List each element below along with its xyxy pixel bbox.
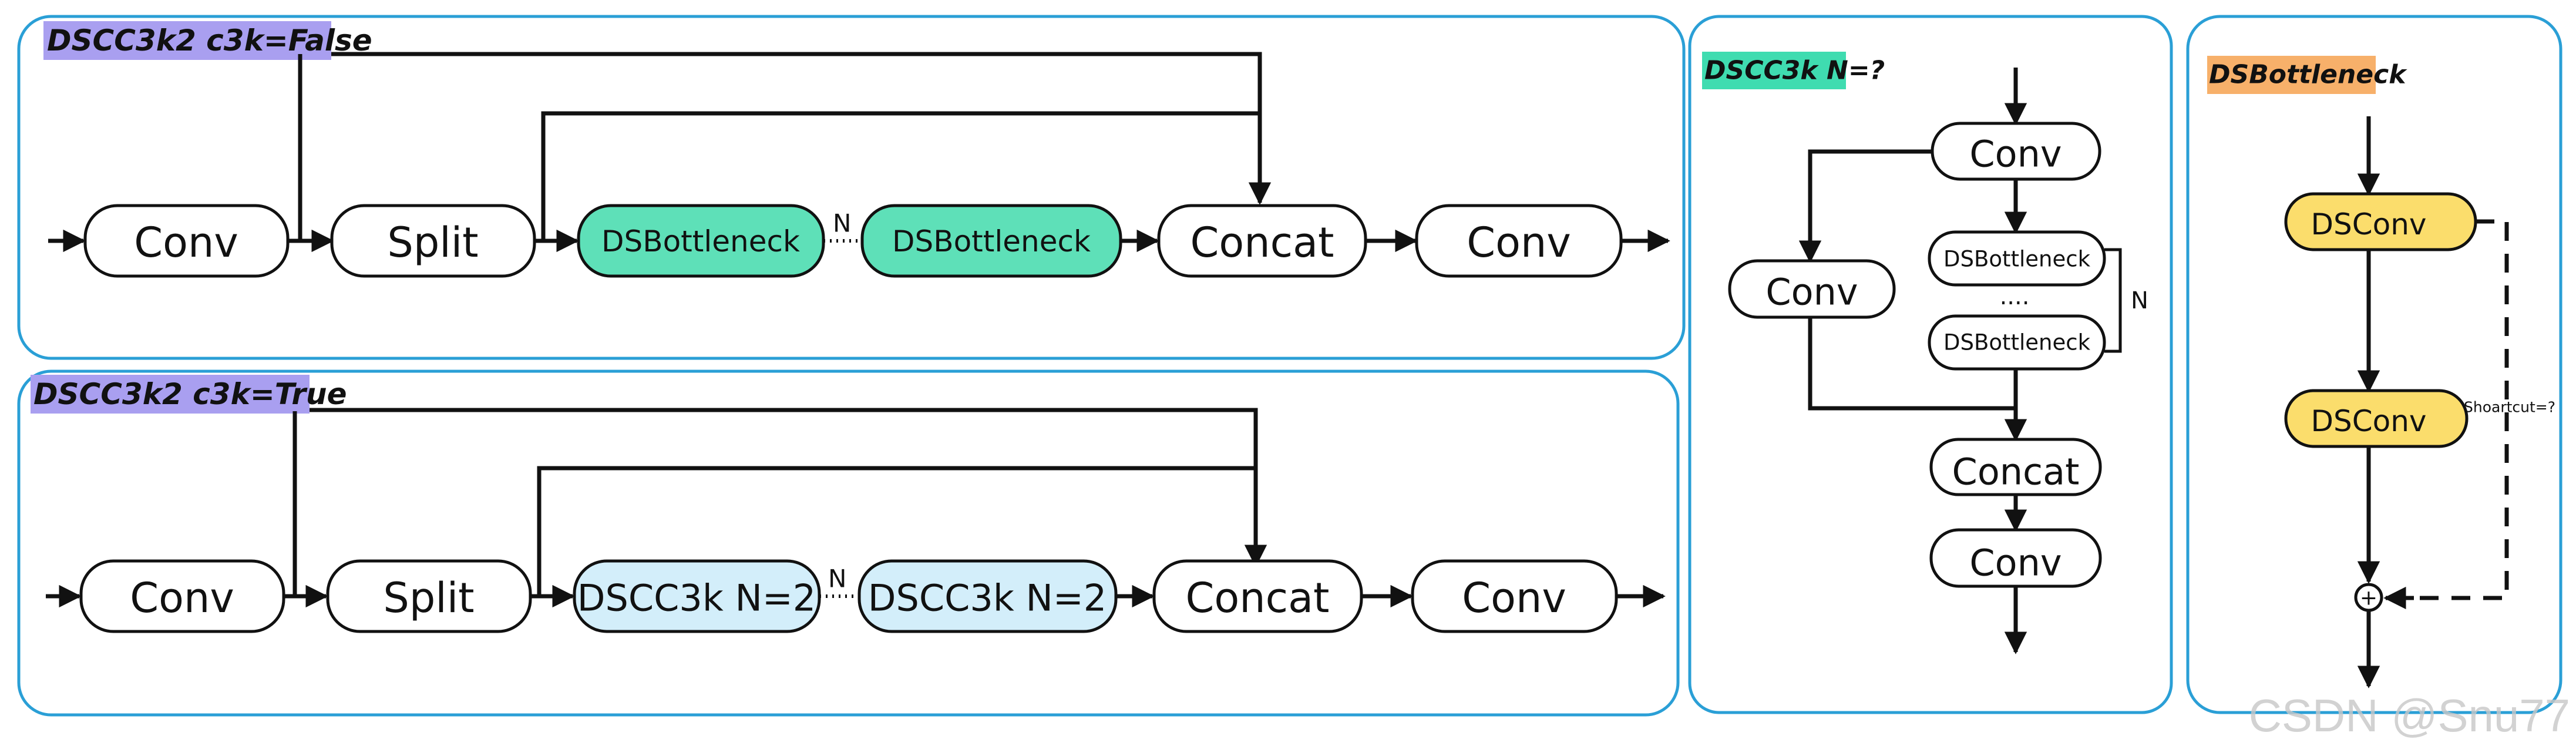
svg-text:DSConv: DSConv [2311,404,2426,438]
split-node: Split [326,559,532,633]
repeat-label: N [2131,287,2148,314]
conv-node: Conv [79,559,285,633]
dsbottleneck-node: DSBottleneck [1928,314,2106,371]
dsbottleneck-node: DSBottleneck [577,204,825,278]
panel-border [1688,15,2173,714]
panel-title-tag [1702,52,1846,89]
svg-text:DSBottleneck: DSBottleneck [1943,330,2091,355]
skip-wire [541,111,1260,241]
conv-node: Conv [1728,259,1896,319]
svg-text:+: + [2360,586,2377,610]
panel-title: DSCC3k N=? [1704,56,1885,86]
dsconv-node: DSConv [2284,192,2477,251]
svg-text:Concat: Concat [1191,219,1334,267]
split-node: Split [330,204,536,278]
svg-text:Conv: Conv [1467,219,1571,267]
svg-text:DSConv: DSConv [2311,207,2426,241]
svg-text:DSBottleneck: DSBottleneck [601,224,800,258]
merge-wire [1808,317,2016,411]
panel-dscc3k2-c3k-true: DSCC3k2 c3k=True Conv Split DSCC3k N=2 N… [17,369,1680,717]
panel-title-tag [31,375,310,414]
add-node: + [2354,583,2383,612]
svg-text:DSBottleneck: DSBottleneck [1943,247,2091,272]
dsconv-node: DSConv [2284,389,2469,448]
panel-dsbottleneck: DSBottleneck DSConv DSConv Shoartcut=? + [2186,15,2562,714]
panel-title: DSCC3k2 c3k=True [33,377,347,411]
panel-title-tag [43,21,331,60]
panel-dscc3k: DSCC3k N=? N Conv Conv DSBottleneck ....… [1688,15,2173,714]
panel-title-tag [2207,56,2376,94]
svg-text:Conv: Conv [1462,574,1566,622]
panel-border [2186,15,2562,714]
dsbottleneck-node: DSBottleneck [1928,230,2106,287]
skip-wire [331,52,1272,205]
svg-text:Conv: Conv [1969,542,2062,584]
concat-node: Concat [1929,438,2102,496]
repeat-bracket [2104,248,2122,353]
conv-node: Conv [1415,204,1623,278]
repeat-label: N [833,209,851,238]
svg-text:Conv: Conv [1969,133,2062,176]
conv-node: Conv [1931,122,2101,181]
dscc3k-node: DSCC3k N=2 [573,559,821,633]
svg-text:Split: Split [383,574,474,622]
dscc3k-node: DSCC3k N=2 [857,559,1118,633]
svg-text:Conv: Conv [1765,271,1858,314]
skip-wire [537,466,1256,596]
panel-title: DSBottleneck [2209,60,2407,90]
skip-wire [310,408,1267,567]
watermark: CSDN @Snu77 [2249,690,2570,741]
shortcut-wire [2383,219,2509,600]
concat-node: Concat [1157,204,1367,278]
concat-node: Concat [1152,559,1363,633]
svg-text:Conv: Conv [134,219,238,267]
conv-node: Conv [1411,559,1618,633]
panel-title: DSCC3k2 c3k=False [47,23,372,58]
panel-dscc3k2-c3k-false: DSCC3k2 c3k=False Conv Split DSBottlenec… [17,15,1686,360]
panel-border [17,15,1686,360]
svg-text:Concat: Concat [1952,451,2080,493]
panel-border [17,369,1680,717]
svg-text:DSCC3k N=2: DSCC3k N=2 [868,577,1107,620]
branch-wire [1798,149,1932,263]
ellipsis: .... [2000,283,2030,310]
shortcut-label: Shoartcut=? [2464,399,2555,416]
svg-text:Conv: Conv [130,574,234,622]
conv-node: Conv [83,204,290,278]
svg-text:DSCC3k N=2: DSCC3k N=2 [577,577,816,620]
repeat-label: N [828,565,846,593]
svg-text:Concat: Concat [1186,574,1330,622]
svg-text:DSBottleneck: DSBottleneck [892,224,1091,258]
svg-text:Split: Split [387,219,478,267]
dsbottleneck-node: DSBottleneck [860,204,1122,278]
conv-node: Conv [1929,528,2102,588]
